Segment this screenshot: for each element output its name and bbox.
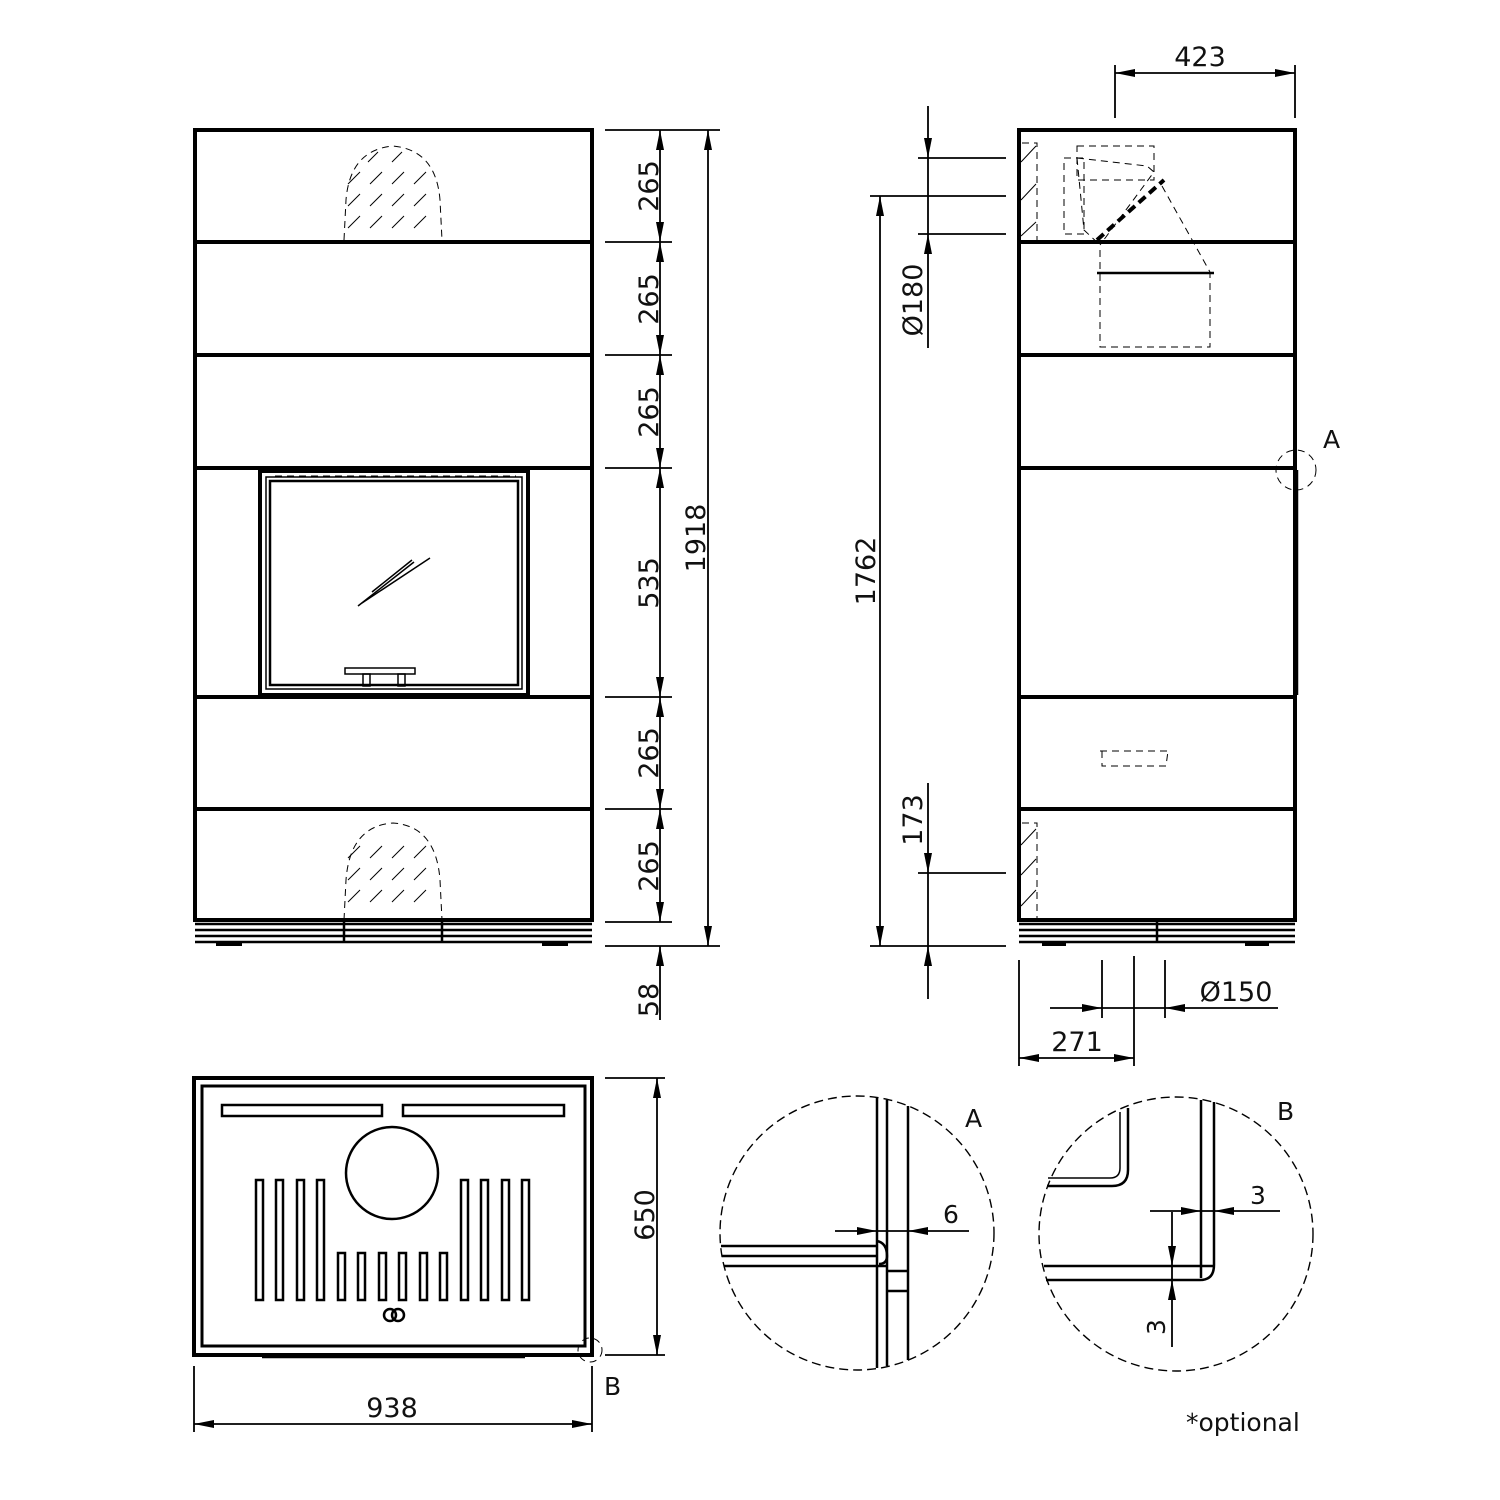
plinth (195, 920, 592, 946)
front-dimensions: 265 265 265 535 265 265 58 1918 (605, 129, 720, 1020)
dim-total-height: 1918 (681, 504, 712, 573)
detail-a-marker (1275, 449, 1317, 491)
vent-slots (254, 1178, 531, 1302)
optional-opening-top (343, 145, 443, 241)
dim-inlet-diameter: Ø150 (1200, 977, 1273, 1008)
dim-segment-2: 265 (634, 273, 665, 325)
side-dimensions: 423 Ø180 1762 173 Ø150 271 (851, 42, 1296, 1066)
detail-b-gap-vertical: 3 (1142, 1319, 1171, 1335)
side-plinth (1019, 920, 1295, 946)
side-view: A (1017, 128, 1340, 946)
detail-a: 6 A (719, 1095, 995, 1371)
detail-b-gap-horizontal: 3 (1250, 1181, 1266, 1210)
dim-segment-6: 265 (634, 840, 665, 892)
ash-pan (1100, 750, 1172, 767)
dim-inlet-height: 173 (898, 794, 929, 846)
footnote: *optional (1186, 1408, 1300, 1437)
door-handle (344, 667, 416, 687)
hatched-strip-bottom (1020, 822, 1038, 918)
detail-b-marker-label: B (604, 1372, 621, 1401)
fire-door (258, 469, 530, 697)
detail-a-gap: 6 (943, 1200, 959, 1229)
hatched-strip-top (1020, 142, 1038, 240)
detail-a-label: A (965, 1104, 982, 1133)
dim-segment-3: 265 (634, 386, 665, 438)
dim-flue-height: 1762 (851, 537, 882, 606)
flue-elbow-optional (1063, 145, 1214, 348)
dim-top-depth: 650 (630, 1189, 661, 1241)
detail-a-marker-label: A (1323, 425, 1340, 454)
dim-top-width: 938 (366, 1393, 418, 1424)
dim-segment-1: 265 (634, 160, 665, 212)
optional-opening-bottom (343, 822, 443, 921)
dim-inlet-offset: 271 (1051, 1027, 1103, 1058)
glass-reflection-icon (357, 557, 431, 607)
dim-depth: 423 (1174, 42, 1226, 73)
top-dimensions: 650 938 (193, 1077, 665, 1432)
detail-b-label: B (1277, 1097, 1294, 1126)
dim-foot-height: 58 (634, 983, 665, 1017)
top-view: B (192, 1076, 621, 1401)
flue-outlet-circle (344, 1125, 440, 1221)
dim-flue-diameter: Ø180 (898, 264, 929, 337)
front-view (193, 128, 594, 946)
knob-icon (382, 1307, 406, 1323)
detail-b-marker (577, 1337, 603, 1363)
dim-segment-firebox: 535 (634, 557, 665, 609)
dim-segment-5: 265 (634, 727, 665, 779)
detail-b: 3 3 B (1038, 1096, 1314, 1372)
